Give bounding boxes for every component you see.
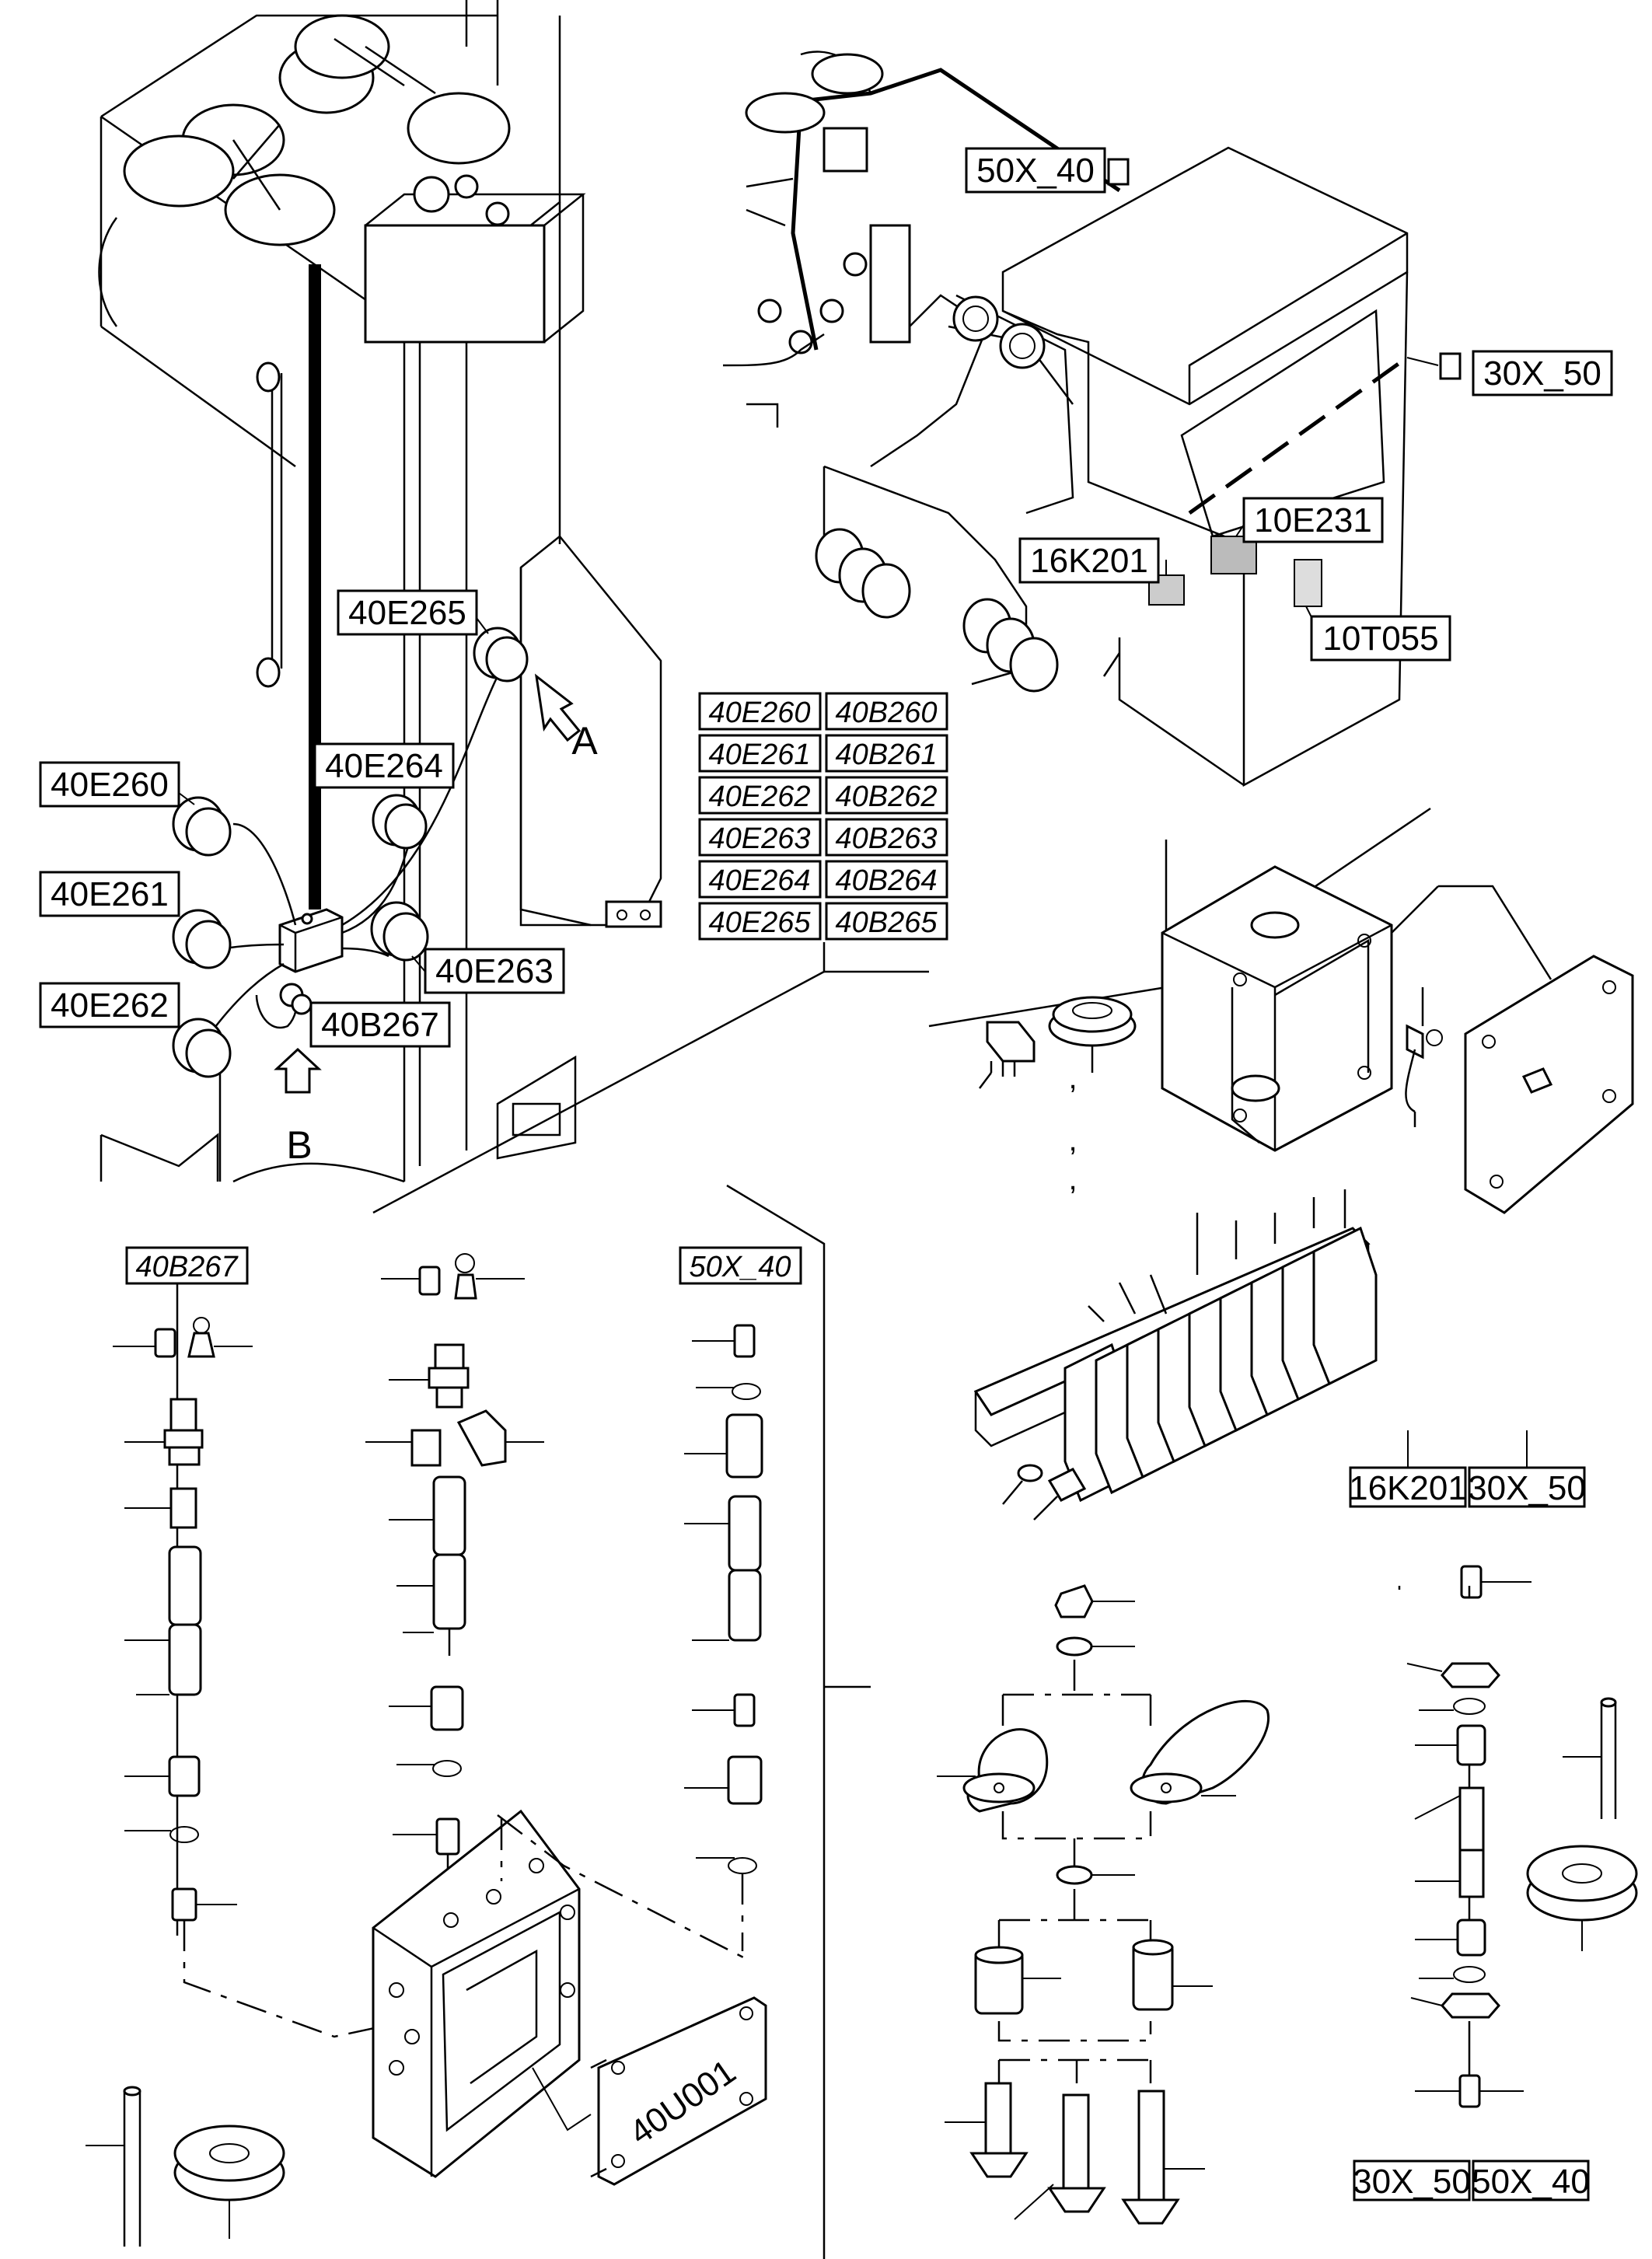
svg-text:40E261: 40E261 — [51, 875, 169, 913]
label-10e231: 10E231 — [1242, 497, 1384, 543]
clamp-kit-parts — [937, 1584, 1270, 2225]
terminal-rail-assembly — [973, 1189, 1378, 1521]
component-10t055 — [1294, 559, 1322, 607]
main-cable — [309, 264, 321, 910]
svg-text:40B262: 40B262 — [835, 780, 937, 813]
reference-table: 40E260 40B260 40E261 40B261 40E262 40B26… — [372, 692, 948, 1214]
svg-text:40E265: 40E265 — [348, 594, 466, 632]
label-30x50-bottom: 30X_50 — [1353, 2159, 1471, 2201]
ellipsis-dot: , — [1068, 1162, 1077, 1196]
sensor-40b267 — [279, 983, 313, 1015]
svg-text:10E231: 10E231 — [1254, 501, 1372, 539]
work-light-40e262 — [172, 1018, 232, 1078]
svg-text:30X_50: 30X_50 — [1483, 354, 1601, 393]
svg-text:30X_50: 30X_50 — [1468, 1469, 1586, 1507]
svg-text:40E263: 40E263 — [708, 822, 810, 855]
svg-text:40E260: 40E260 — [51, 766, 169, 804]
svg-text:40B261: 40B261 — [835, 738, 937, 771]
label-40e261: 40E261 — [39, 871, 180, 917]
ellipsis-dot: , — [1068, 1123, 1077, 1157]
svg-text:40B267: 40B267 — [135, 1251, 239, 1283]
label-16k201-bottom: 16K201 — [1349, 1466, 1467, 1508]
kit-40b267-parts — [86, 1248, 389, 2247]
svg-text:40E262: 40E262 — [51, 986, 169, 1025]
view-arrow-b — [274, 1047, 322, 1094]
machine-body-illustration — [98, 0, 662, 1183]
terminal-block — [1063, 1226, 1378, 1503]
svg-text:40E265: 40E265 — [708, 906, 811, 939]
work-light-40e265 — [473, 627, 529, 683]
label-40e260: 40E260 — [39, 761, 180, 808]
junction-box — [278, 908, 344, 973]
svg-text:40E262: 40E262 — [708, 780, 810, 813]
svg-text:40E261: 40E261 — [708, 738, 810, 771]
ellipsis-dot: , — [1068, 1061, 1077, 1095]
svg-text:16K201: 16K201 — [1030, 542, 1148, 580]
svg-text:50X_40: 50X_40 — [976, 152, 1095, 190]
label-40e263: 40E263 — [424, 948, 565, 994]
svg-text:40E260: 40E260 — [708, 697, 810, 729]
label-40e264: 40E264 — [313, 742, 455, 789]
label-40e262: 40E262 — [39, 982, 180, 1028]
label-40e265: 40E265 — [337, 589, 478, 636]
table-row: 40E261 40B261 — [698, 734, 948, 773]
table-row: 40E263 40B263 — [698, 818, 948, 857]
svg-text:40B265: 40B265 — [835, 906, 938, 939]
svg-text:16K201: 16K201 — [1349, 1469, 1467, 1507]
label-30x50-middle: 30X_50 — [1468, 1466, 1586, 1508]
svg-text:50X_40: 50X_40 — [689, 1251, 791, 1283]
svg-text:40E264: 40E264 — [708, 864, 810, 897]
svg-text:40E263: 40E263 — [435, 952, 554, 990]
label-10t055: 10T055 — [1310, 615, 1451, 662]
label-50x40-bottom: 50X_40 — [1472, 2159, 1590, 2201]
view-arrow-a — [534, 673, 582, 742]
work-light-40e260 — [172, 796, 232, 857]
view-label-a: A — [571, 719, 598, 763]
work-light-40e263 — [370, 901, 429, 962]
label-30x50-top: 30X_50 — [1472, 350, 1613, 396]
label-kit-50x40: 50X_40 — [679, 1246, 802, 1285]
kit-middle-parts: 40U001 — [365, 1253, 767, 2186]
view-label-b: B — [286, 1123, 312, 1167]
table-row: 40E262 40B262 — [698, 776, 948, 815]
work-light-40e264 — [372, 794, 428, 850]
svg-text:40B267: 40B267 — [321, 1006, 439, 1044]
label-16k201-top: 16K201 — [1018, 537, 1160, 584]
svg-text:40B260: 40B260 — [835, 697, 937, 729]
label-50x40-top: 50X_40 — [965, 147, 1106, 194]
svg-text:40E264: 40E264 — [325, 747, 443, 785]
kit-right-parts — [1398, 1565, 1638, 2108]
label-40b267: 40B267 — [309, 1001, 451, 1048]
work-light-40e261 — [172, 909, 232, 969]
label-kit-40b267: 40B267 — [125, 1246, 249, 1285]
svg-text:40B264: 40B264 — [835, 864, 937, 897]
electrical-box-assembly: , , , — [979, 865, 1634, 1214]
kit-50x40-parts — [684, 1324, 763, 1951]
svg-text:30X_50: 30X_50 — [1353, 2163, 1471, 2201]
table-row: 40E260 40B260 — [698, 692, 948, 731]
svg-text:10T055: 10T055 — [1322, 620, 1438, 658]
svg-text:40B263: 40B263 — [835, 822, 937, 855]
machine-cab-illustration — [722, 51, 1462, 787]
table-row: 40E264 40B264 — [698, 860, 948, 899]
svg-text:50X_40: 50X_40 — [1472, 2163, 1590, 2201]
table-row: 40E265 40B265 — [698, 902, 948, 941]
